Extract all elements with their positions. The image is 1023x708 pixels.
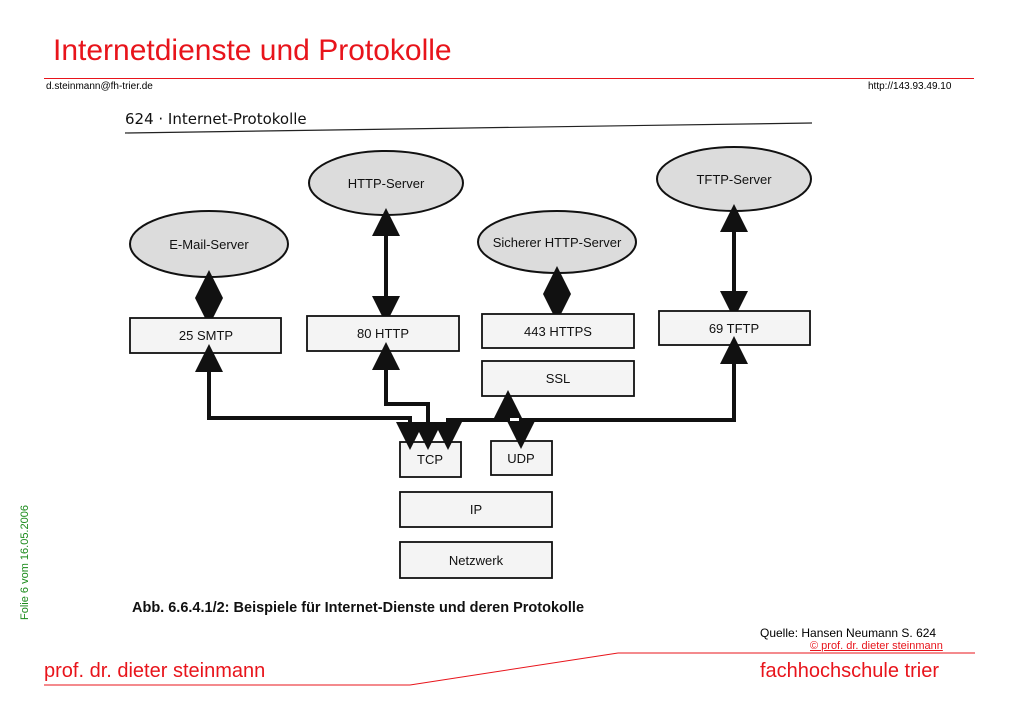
- book-header: 624 · Internet-Protokolle: [125, 110, 307, 128]
- http-server-label: HTTP-Server: [348, 176, 425, 191]
- smtp-tcp-arrow: [195, 344, 424, 450]
- footer-author: prof. dr. dieter steinmann: [44, 660, 266, 682]
- author-email[interactable]: d.steinmann@fh-trier.de: [46, 81, 153, 92]
- source-note: Quelle: Hansen Neumann S. 624: [760, 626, 937, 640]
- server-url[interactable]: http://143.93.49.10: [868, 81, 952, 92]
- email-server-label: E-Mail-Server: [169, 237, 249, 252]
- https-label: 443 HTTPS: [524, 324, 592, 339]
- email-server-node: E-Mail-Server: [129, 210, 289, 278]
- tftp-label: 69 TFTP: [709, 321, 759, 336]
- https-server-node: Sicherer HTTP-Server: [477, 210, 637, 274]
- udp-label: UDP: [507, 451, 534, 466]
- footer-school: fachhochschule trier: [760, 660, 939, 682]
- ssl-tcp-arrow: [434, 390, 522, 450]
- ip-box: [399, 491, 553, 528]
- ssl-label: SSL: [546, 371, 571, 386]
- figure-caption: Abb. 6.6.4.1/2: Beispiele für Internet-D…: [132, 600, 584, 616]
- book-header-rule: [124, 122, 813, 134]
- copyright-link[interactable]: © prof. dr. dieter steinmann: [810, 640, 943, 652]
- tcp-label: TCP: [417, 452, 443, 467]
- network-label: Netzwerk: [449, 553, 504, 568]
- https-server-label: Sicherer HTTP-Server: [493, 235, 622, 250]
- smtp-label: 25 SMTP: [179, 328, 233, 343]
- page-title: Internetdienste und Protokolle: [53, 34, 452, 67]
- http-server-node: HTTP-Server: [308, 150, 464, 216]
- ip-label: IP: [470, 502, 482, 517]
- network-box: [399, 541, 553, 579]
- http-label: 80 HTTP: [357, 326, 409, 341]
- http-tcp-arrow: [372, 342, 442, 450]
- tftp-server-node: TFTP-Server: [656, 146, 812, 212]
- tftp-server-label: TFTP-Server: [696, 172, 772, 187]
- tftp-udp-arrow: [507, 336, 748, 449]
- header-divider: [44, 78, 974, 79]
